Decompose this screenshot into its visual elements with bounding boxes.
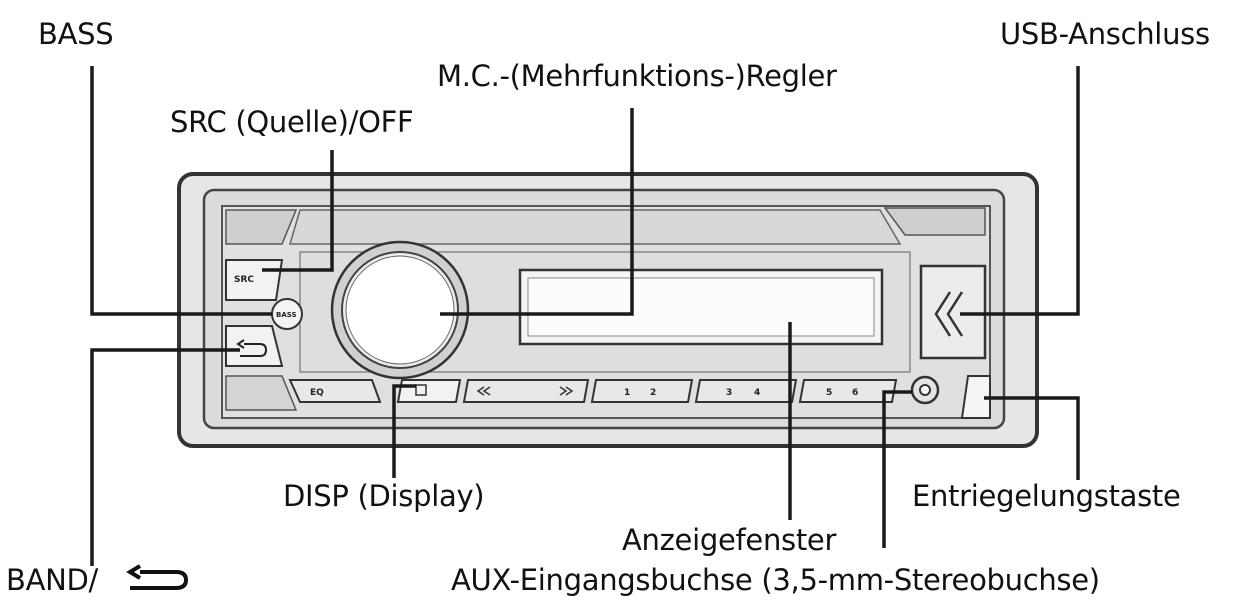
lower-left-trim xyxy=(225,375,298,411)
label-src: SRC (Quelle)/OFF xyxy=(170,105,414,139)
leader-usb xyxy=(960,66,1080,316)
preset-buttons-1-2[interactable]: 1 2 xyxy=(590,379,694,403)
leader-src xyxy=(262,150,334,272)
preset-3-label: 3 xyxy=(726,388,732,398)
src-button-label: SRC xyxy=(234,275,254,285)
label-band: BAND/ xyxy=(6,563,99,597)
back-arrow-icon xyxy=(126,564,189,590)
preset-6-label: 6 xyxy=(852,388,858,398)
preset-2-label: 2 xyxy=(650,388,656,398)
label-bass: BASS xyxy=(38,17,114,51)
leader-mc xyxy=(440,108,634,316)
display-window xyxy=(518,268,884,346)
usb-cover[interactable] xyxy=(919,264,987,360)
back-arrow-icon xyxy=(236,339,268,357)
preset-1-label: 1 xyxy=(624,388,630,398)
label-release: Entriegelungstaste xyxy=(912,479,1181,513)
preset-buttons-3-4[interactable]: 3 4 xyxy=(694,379,798,403)
leader-disp xyxy=(392,384,416,478)
aux-jack[interactable] xyxy=(910,375,940,405)
leader-aux xyxy=(882,390,912,548)
leader-band xyxy=(90,348,240,566)
eq-button-label: EQ xyxy=(310,388,324,398)
bass-button-label: BASS xyxy=(276,311,297,319)
preset-5-label: 5 xyxy=(826,388,832,398)
track-buttons[interactable] xyxy=(462,379,590,403)
bass-button[interactable]: BASS xyxy=(271,298,303,330)
src-button[interactable]: SRC xyxy=(225,259,284,301)
label-aux: AUX-Eingangsbuchse (3,5-mm-Stereobuchse) xyxy=(451,563,1100,597)
eq-button[interactable]: EQ xyxy=(288,379,382,403)
label-disp: DISP (Display) xyxy=(283,479,485,513)
preset-buttons-5-6[interactable]: 5 6 xyxy=(798,379,898,403)
label-usb: USB-Anschluss xyxy=(1000,17,1210,51)
leader-lines xyxy=(90,66,1080,566)
leader-bass xyxy=(90,66,272,316)
band-button[interactable] xyxy=(225,325,284,367)
chevron-icon xyxy=(934,291,964,337)
multi-control-dial[interactable] xyxy=(330,240,470,380)
label-mc: M.C.-(Mehrfunktions-)Regler xyxy=(437,59,837,93)
label-window: Anzeigefenster xyxy=(622,523,837,557)
disp-button[interactable] xyxy=(396,379,462,403)
leader-release xyxy=(984,396,1080,480)
preset-4-label: 4 xyxy=(754,388,760,398)
release-button[interactable] xyxy=(960,375,991,419)
